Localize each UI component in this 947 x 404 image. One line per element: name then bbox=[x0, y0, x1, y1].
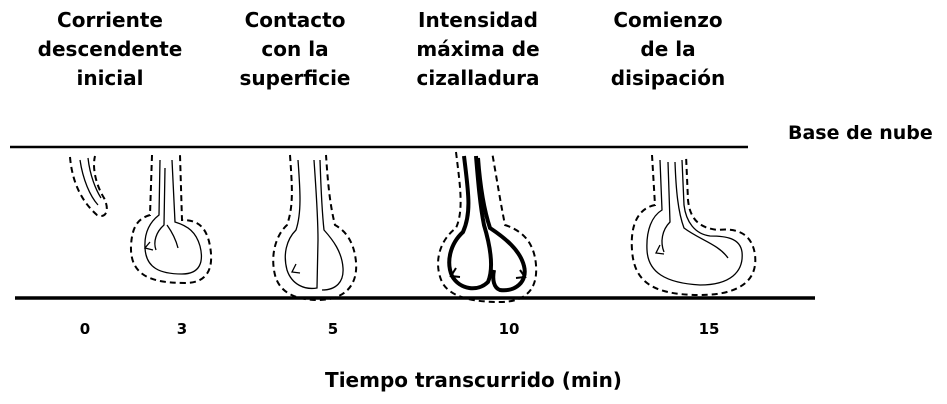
stage-heading-max-shear: Intensidad máxima de cizalladura bbox=[398, 6, 558, 93]
stage-heading-initial-downdraft: Corriente descendente inicial bbox=[30, 6, 190, 93]
heading-line: Corriente bbox=[57, 8, 163, 32]
stage-heading-dissipation: Comienzo de la disipación bbox=[588, 6, 748, 93]
heading-line: cizalladura bbox=[416, 66, 540, 90]
heading-line: máxima de bbox=[416, 37, 540, 61]
downdraft-stage-10 bbox=[437, 151, 538, 304]
heading-line: descendente bbox=[37, 37, 183, 61]
heading-line: Contacto bbox=[244, 8, 346, 32]
downdraft-stage-5 bbox=[272, 154, 358, 302]
heading-line: con la bbox=[261, 37, 329, 61]
downdraft-stage-15 bbox=[630, 154, 757, 297]
time-axis-title: Tiempo transcurrido (min) bbox=[325, 368, 622, 392]
heading-line: inicial bbox=[76, 66, 144, 90]
heading-line: Intensidad bbox=[418, 8, 538, 32]
time-tick-3: 3 bbox=[176, 320, 188, 338]
downdraft-stage-0 bbox=[69, 155, 108, 217]
time-tick-5: 5 bbox=[327, 320, 339, 338]
heading-line: superficie bbox=[239, 66, 351, 90]
heading-line: disipación bbox=[610, 66, 726, 90]
heading-line: de la bbox=[640, 37, 696, 61]
time-tick-15: 15 bbox=[698, 320, 720, 338]
downdraft-stage-3 bbox=[129, 154, 213, 285]
time-tick-10: 10 bbox=[498, 320, 520, 338]
cloud-base-label: Base de nube bbox=[788, 122, 933, 144]
time-tick-0: 0 bbox=[79, 320, 91, 338]
heading-line: Comienzo bbox=[613, 8, 723, 32]
stage-heading-surface-contact: Contacto con la superficie bbox=[215, 6, 375, 93]
